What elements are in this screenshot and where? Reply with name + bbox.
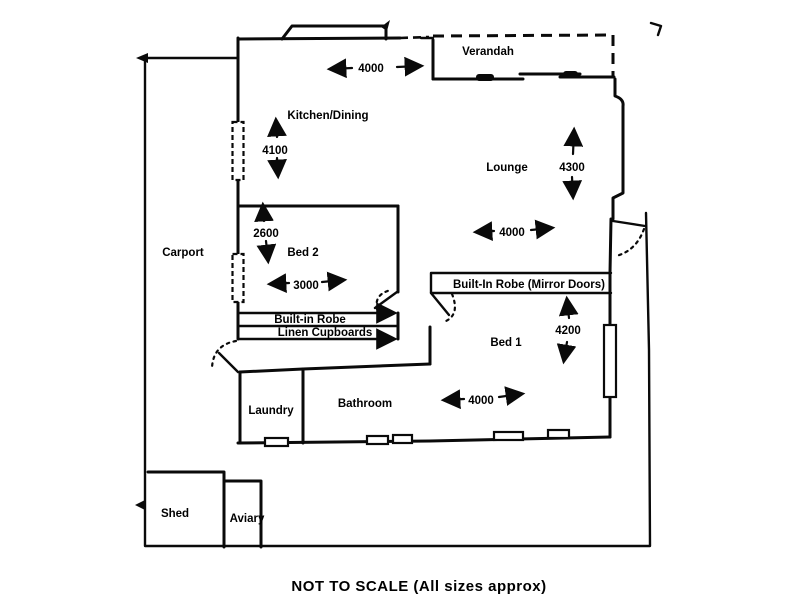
dimension-bed1-width: 4000 (468, 395, 494, 407)
pen-tick-mark (649, 21, 663, 37)
plan-caption: NOT TO SCALE (All sizes approx) (291, 578, 546, 595)
hall-door-arc (210, 339, 238, 370)
kitchen-roof-bump (280, 24, 388, 41)
arrow-up-icon (267, 116, 287, 139)
arrow-right-icon (395, 56, 425, 77)
arrow-left-icon (266, 273, 291, 294)
arrow-down-icon (562, 175, 583, 201)
room-label-bed1: Bed 1 (490, 337, 522, 349)
dimension-lounge-depth: 4300 (559, 162, 585, 174)
label-built-in-robe: Built-in Robe (274, 314, 346, 326)
kitchen-top-wall-dashes (399, 35, 430, 40)
arrow-left-icon (326, 58, 354, 79)
side-gate-arc (614, 227, 646, 258)
room-label-carport: Carport (162, 247, 204, 259)
arrow-right-icon (497, 386, 526, 406)
dimension-bed2-depth: 2600 (253, 228, 279, 240)
dimension-arrows (254, 56, 584, 410)
dimension-bed2-width: 3000 (293, 280, 319, 292)
room-label-bed2: Bed 2 (287, 247, 318, 259)
hall-door-leaf (217, 351, 240, 374)
sliding-door-stop-icon (563, 71, 578, 78)
room-label-kitchen-dining: Kitchen/Dining (287, 110, 368, 122)
arrow-up-icon (563, 126, 584, 156)
arrow-left-icon (472, 221, 496, 241)
room-label-lounge: Lounge (486, 162, 528, 174)
arrow-up-icon (254, 201, 274, 223)
boundary-corner-arrow-icon (136, 53, 148, 63)
kitchen-top-wall (236, 36, 402, 41)
house-walls (210, 20, 647, 445)
room-label-verandah: Verandah (462, 46, 514, 58)
dimension-kitchen-depth: 4100 (262, 145, 288, 157)
shed-aviary-outline (146, 470, 263, 549)
arrow-left-icon (440, 389, 466, 410)
label-linen-cupboards: Linen Cupboards (278, 327, 373, 339)
dimension-lounge-width: 4000 (499, 227, 525, 239)
shed-aviary-walls (146, 470, 263, 549)
lounge-east-wall (611, 77, 625, 221)
dimension-kitchen-width: 4000 (358, 63, 384, 75)
room-label-laundry: Laundry (248, 405, 294, 417)
sliding-door-handle-icon (476, 74, 494, 81)
property-boundary (135, 21, 663, 548)
laundry-bathroom-top-wall (238, 362, 432, 374)
bed1-south-window-2 (546, 428, 571, 440)
labels: Verandah Kitchen/Dining Lounge Carport B… (161, 46, 605, 595)
bathroom-window-1 (365, 434, 390, 446)
arrow-down-icon (256, 239, 277, 265)
boundary-fence-line (143, 56, 652, 548)
dimension-bed1-depth: 4200 (555, 325, 581, 337)
arrow-right-icon (320, 271, 348, 292)
fence-tick-arrow-icon (135, 500, 145, 510)
bed1-south-window-1 (492, 430, 525, 442)
arrow-down-icon (267, 156, 287, 180)
bed1-east-window (602, 323, 618, 399)
bump-arrow-icon (381, 20, 390, 31)
side-gate-leaf (611, 219, 647, 228)
verandah-top-dashed (432, 33, 613, 38)
arrow-right-icon (529, 219, 556, 240)
label-built-in-robe-mirror: Built-In Robe (Mirror Doors) (453, 279, 605, 291)
bed1-door-leaf (429, 291, 451, 317)
bed1-door-arc (444, 292, 457, 323)
windows (231, 120, 618, 448)
front-sliding-door-wall (431, 72, 616, 81)
kitchen-west-window (231, 120, 245, 182)
bathroom-window-2 (391, 433, 414, 445)
arrow-up-icon (558, 295, 579, 320)
room-label-shed: Shed (161, 508, 189, 520)
laundry-window (263, 436, 290, 448)
bed2-west-window (231, 252, 245, 304)
bed1-east-wall (608, 217, 613, 439)
room-label-aviary: Aviary (230, 513, 265, 525)
arrow-down-icon (556, 340, 577, 365)
bed1-robe-strip (429, 271, 613, 295)
room-label-bathroom: Bathroom (338, 398, 392, 410)
